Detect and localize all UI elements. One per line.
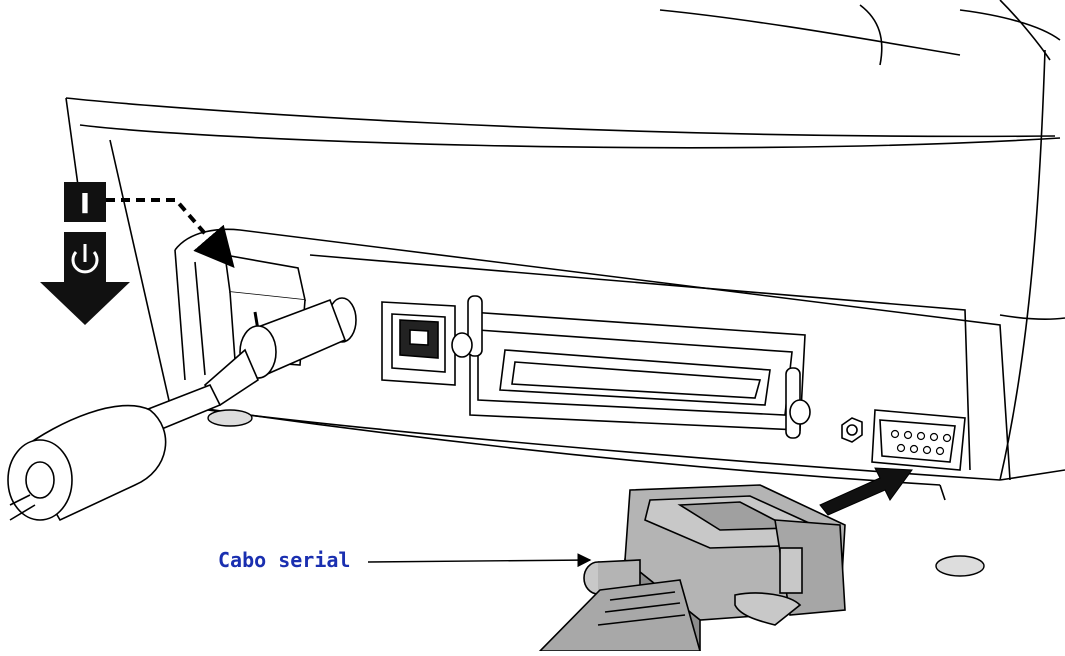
ferrite-bead — [7, 404, 167, 522]
usb-port — [381, 301, 456, 386]
switch-dashed-arrow — [106, 198, 235, 269]
insert-arrow-icon — [819, 467, 913, 516]
power-icon — [40, 232, 130, 325]
power-on-symbol: I — [80, 187, 90, 220]
printer-feet — [207, 409, 985, 577]
printer-body — [65, 0, 1065, 501]
serial-cable-connector — [583, 484, 846, 652]
parallel-port — [451, 295, 811, 439]
serial-cable — [538, 579, 702, 652]
callout-leader-line — [367, 553, 592, 568]
power-on-badge: I — [64, 182, 106, 222]
serial-cable-label: Cabo serial — [218, 548, 351, 572]
serial-port — [841, 409, 966, 471]
